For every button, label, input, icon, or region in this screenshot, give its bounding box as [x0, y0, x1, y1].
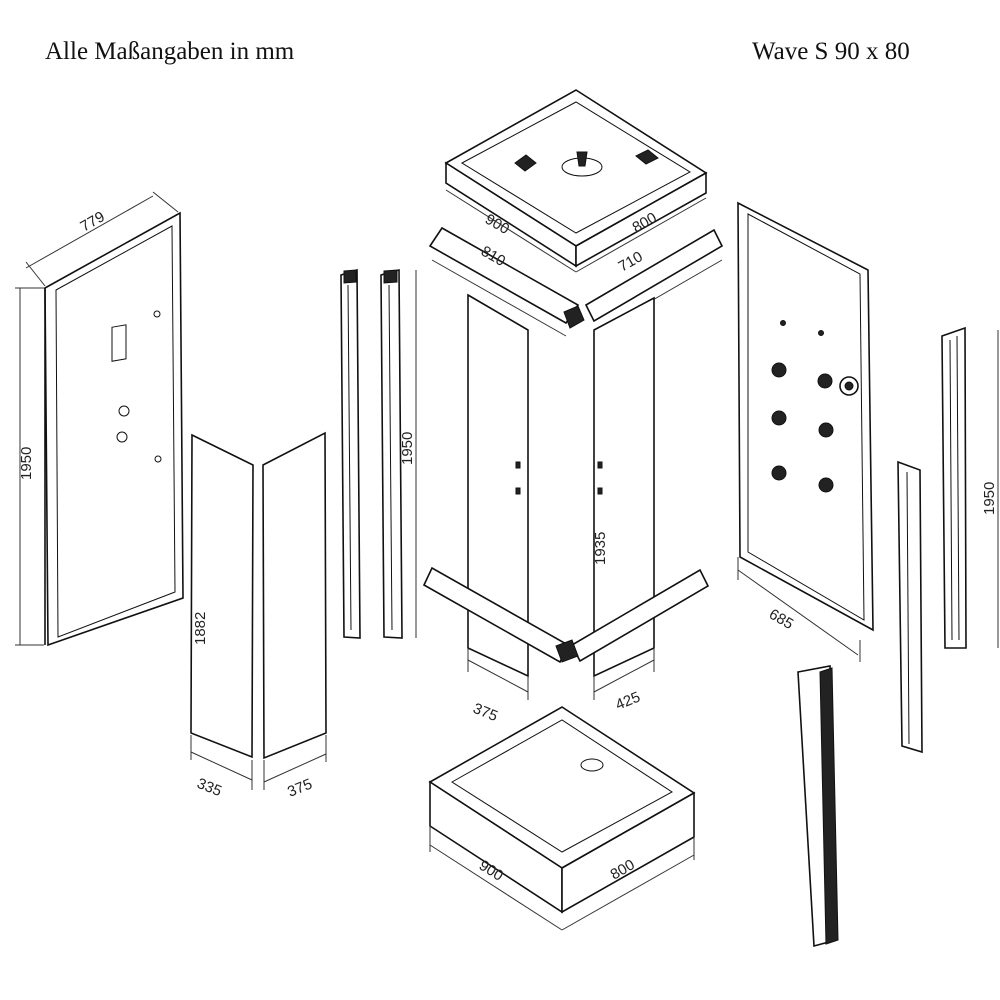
- back-panel: [737, 201, 874, 632]
- vertical-profiles: 1950: [340, 268, 417, 639]
- back-panel-width-label: 685: [766, 606, 796, 633]
- door-right-width-label: 425: [613, 689, 643, 714]
- profile-height-label: 1950: [399, 432, 416, 465]
- left-panel-width-label: 779: [78, 208, 108, 235]
- right-profile-height-label: 1950: [981, 482, 998, 515]
- glass-right-width-label: 375: [285, 776, 315, 801]
- glass-panel-height-label: 1882: [192, 612, 209, 645]
- glass-left-width-label: 335: [195, 775, 225, 800]
- door-left-width-label: 375: [471, 700, 501, 725]
- unit-note: Alle Maßangaben in mm: [45, 38, 295, 65]
- model-title: Wave S 90 x 80: [752, 38, 910, 65]
- sliding-doors: 1935 375 425: [467, 293, 655, 725]
- bottom-rail: [422, 566, 710, 664]
- rail-depth-label: 710: [616, 248, 646, 275]
- corner-glass-panels: 1882 335 375: [190, 431, 327, 801]
- roof-top: [444, 89, 708, 268]
- left-panel-height-label: 1950: [18, 447, 35, 480]
- left-side-panel: [44, 211, 184, 647]
- shower-tray: [428, 706, 696, 914]
- right-profiles: 1950: [797, 326, 999, 948]
- top-rail: 810 710: [428, 226, 724, 337]
- door-height-label: 1935: [592, 532, 609, 565]
